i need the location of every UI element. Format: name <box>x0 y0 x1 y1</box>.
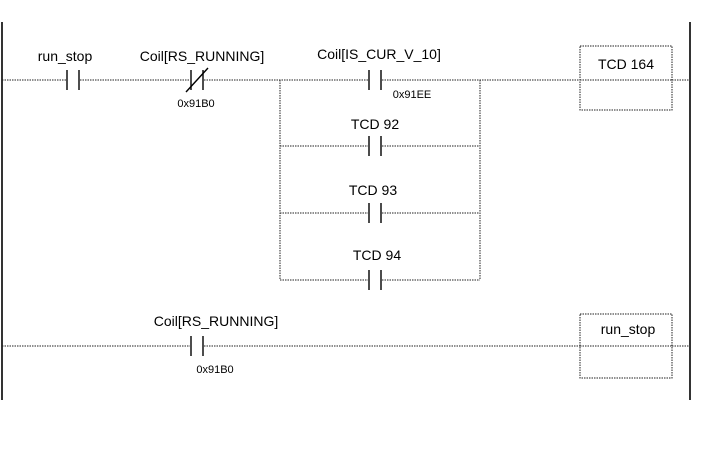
contact-address: 0x91EE <box>393 89 432 101</box>
rung-2: Coil[RS_RUNNING] 0x91B0 run_stop <box>2 313 690 379</box>
contact-label: Coil[IS_CUR_V_10] <box>317 46 441 62</box>
rung-1: run_stop Coil[RS_RUNNING] 0x91B0 Coil[IS… <box>2 45 690 290</box>
contact-rs-running[interactable]: Coil[RS_RUNNING] 0x91B0 <box>154 313 278 376</box>
contact-label: TCD 92 <box>351 116 399 132</box>
contact-address: 0x91B0 <box>177 98 214 110</box>
contact-tcd-93[interactable]: TCD 93 <box>349 182 397 223</box>
normally-closed-slash <box>185 67 209 93</box>
contact-label: TCD 93 <box>349 182 397 198</box>
contact-is-cur-v-10[interactable]: Coil[IS_CUR_V_10] 0x91EE <box>317 46 441 101</box>
contact-label: Coil[RS_RUNNING] <box>154 313 278 329</box>
contact-tcd-92[interactable]: TCD 92 <box>351 116 399 156</box>
coil-label: TCD 164 <box>598 56 654 72</box>
contact-rs-running-nc[interactable]: Coil[RS_RUNNING] 0x91B0 <box>140 48 264 110</box>
contact-label: Coil[RS_RUNNING] <box>140 48 264 64</box>
contact-run-stop[interactable]: run_stop <box>38 48 93 90</box>
contact-label: run_stop <box>38 48 93 64</box>
coil-tcd-164[interactable]: TCD 164 <box>579 45 673 111</box>
coil-label: run_stop <box>601 321 656 337</box>
contact-tcd-94[interactable]: TCD 94 <box>353 247 401 290</box>
coil-run-stop[interactable]: run_stop <box>579 313 673 379</box>
contact-address: 0x91B0 <box>196 364 233 376</box>
contact-label: TCD 94 <box>353 247 401 263</box>
